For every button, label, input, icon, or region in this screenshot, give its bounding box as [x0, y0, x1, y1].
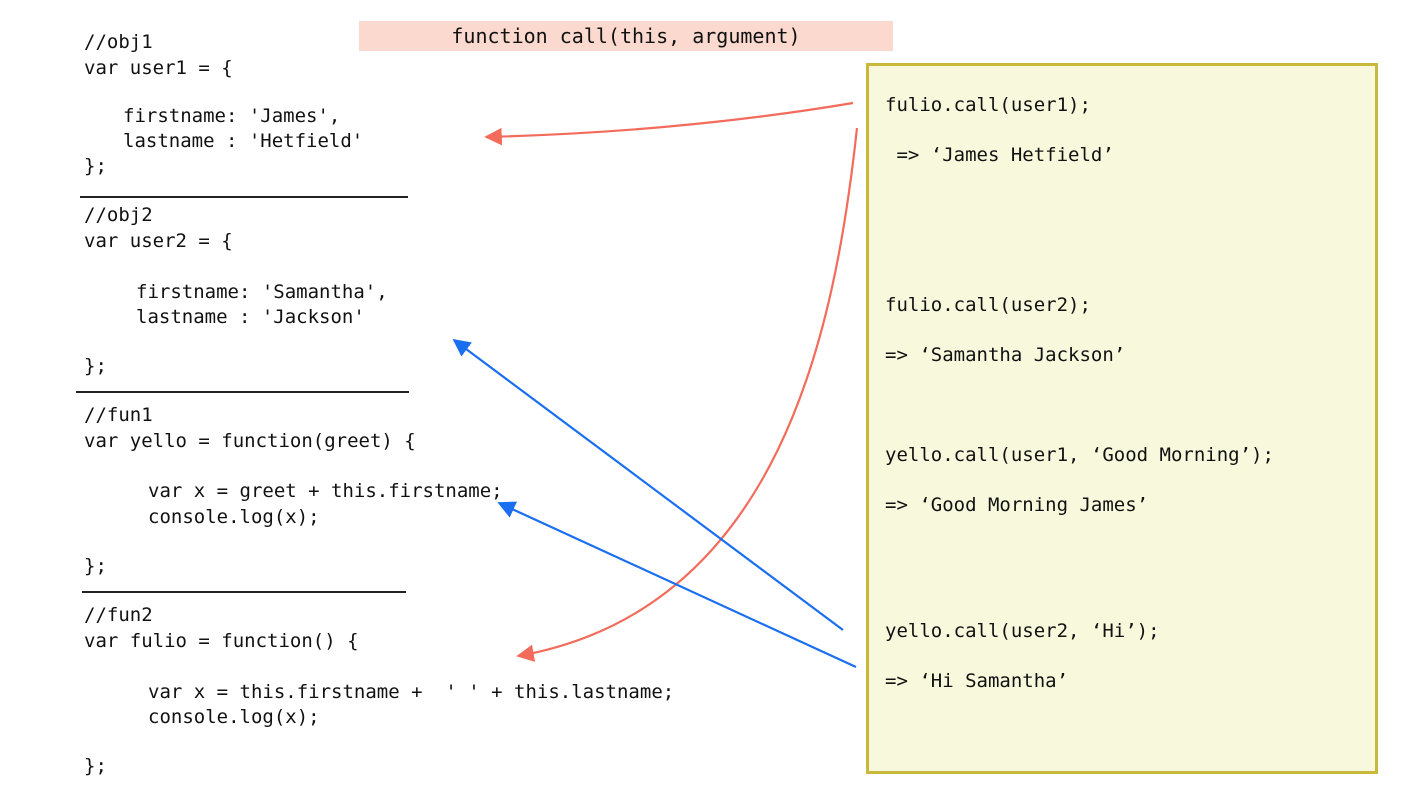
- obj1-close: };: [84, 155, 107, 177]
- fun2-body-line1: var x = this.firstname + ' ' + this.last…: [148, 681, 675, 703]
- fun1-body-line1: var x = greet + this.firstname;: [148, 480, 503, 502]
- results-panel: [866, 63, 1378, 774]
- obj2-close: };: [84, 355, 107, 377]
- fun2-close: };: [84, 755, 107, 777]
- obj2-firstname: firstname: 'Samantha',: [136, 281, 388, 303]
- divider: [82, 591, 406, 593]
- result-call: yello.call(user2, ‘Hi’);: [885, 620, 1160, 642]
- result-output: => ‘Hi Samantha’: [885, 670, 1069, 692]
- divider: [80, 196, 408, 198]
- obj1-comment: //obj1: [84, 31, 153, 53]
- title-banner: function call(this, argument): [359, 21, 893, 51]
- obj1-lastname: lastname : 'Hetfield': [123, 130, 364, 152]
- fun2-comment: //fun2: [84, 604, 153, 626]
- fun1-close: };: [84, 555, 107, 577]
- obj2-comment: //obj2: [84, 204, 153, 226]
- divider: [76, 391, 409, 393]
- result-call: fulio.call(user1);: [885, 94, 1091, 116]
- result-call: fulio.call(user2);: [885, 294, 1091, 316]
- fun1-comment: //fun1: [84, 404, 153, 426]
- fun1-declaration: var yello = function(greet) {: [84, 430, 416, 452]
- obj1-firstname: firstname: 'James',: [123, 105, 341, 127]
- obj2-lastname: lastname : 'Jackson': [136, 306, 365, 328]
- fun2-body-line2: console.log(x);: [148, 706, 320, 728]
- result-output: => ‘Samantha Jackson’: [885, 344, 1126, 366]
- fun1-body-line2: console.log(x);: [148, 506, 320, 528]
- red-arrow-to-fun2: [516, 127, 859, 662]
- blue-arrow-to-fun1: [497, 501, 857, 668]
- result-call: yello.call(user1, ‘Good Morning’);: [885, 444, 1274, 466]
- blue-arrow-to-obj2: [452, 338, 844, 631]
- fun2-declaration: var fulio = function() {: [84, 630, 359, 652]
- obj2-declaration: var user2 = {: [84, 230, 233, 252]
- obj1-declaration: var user1 = {: [84, 57, 233, 79]
- result-output: => ‘Good Morning James’: [885, 494, 1149, 516]
- result-output: => ‘James Hetfield’: [885, 144, 1114, 166]
- red-arrow-to-obj1: [484, 101, 854, 146]
